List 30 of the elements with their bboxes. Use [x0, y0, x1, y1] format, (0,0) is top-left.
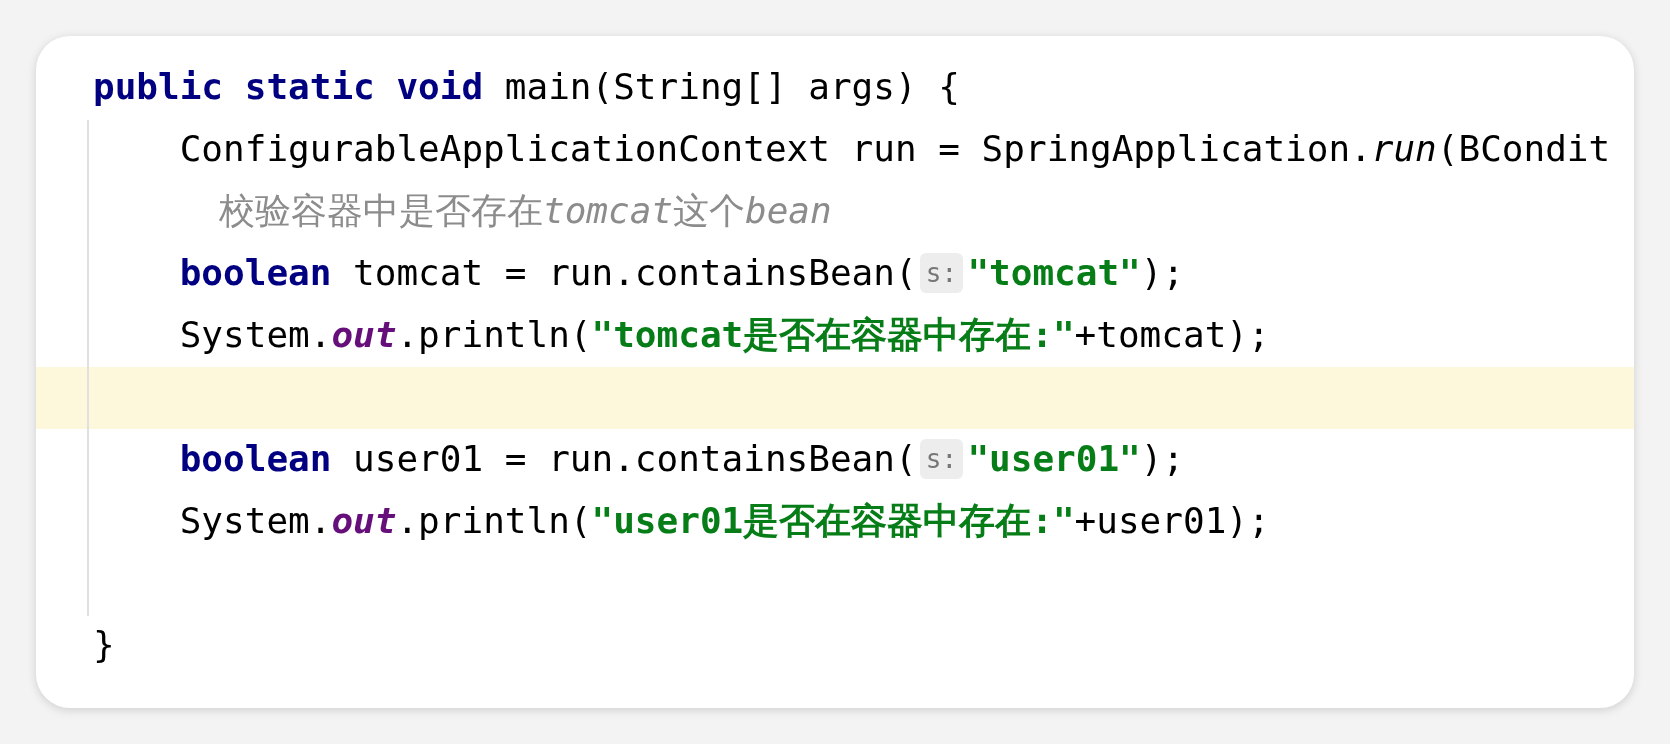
code-comment: 校验容器中是否存在	[218, 189, 543, 233]
code-text: main(String[] args) {	[504, 65, 960, 109]
method-name: run	[1371, 127, 1437, 171]
code-text: user01 = run.containsBean(	[353, 437, 917, 481]
keyword: boolean	[179, 251, 332, 295]
static-field: out	[331, 313, 397, 357]
code-text: (BCondit	[1436, 127, 1611, 171]
static-field: out	[331, 499, 397, 543]
code-text: System.	[179, 313, 332, 357]
code-text: +user01);	[1074, 499, 1270, 543]
keyword: boolean	[179, 437, 332, 481]
parameter-hint: s:	[919, 253, 964, 293]
code-text: .println(	[396, 313, 592, 357]
keyword: public static void	[93, 65, 484, 109]
code-text: +tomcat);	[1074, 313, 1270, 357]
code-text: .println(	[396, 499, 592, 543]
code-comment: 这个	[673, 189, 745, 233]
code-text: ConfigurableApplicationContext run = SpringApplication.	[179, 127, 1372, 171]
string-literal: "user01"	[967, 437, 1141, 481]
code-text: System.	[179, 499, 332, 543]
parameter-hint: s:	[919, 439, 964, 479]
code-text: );	[1140, 437, 1185, 481]
code-text: }	[93, 623, 115, 667]
string-literal: "tomcat"	[967, 251, 1141, 295]
code-text: tomcat = run.containsBean(	[353, 251, 917, 295]
string-literal: "tomcat是否在容器中存在:"	[591, 313, 1075, 357]
string-literal: "user01是否在容器中存在:"	[591, 499, 1075, 543]
code-text: );	[1140, 251, 1185, 295]
code-comment: bean	[745, 189, 832, 233]
code-comment: tomcat	[542, 189, 673, 233]
